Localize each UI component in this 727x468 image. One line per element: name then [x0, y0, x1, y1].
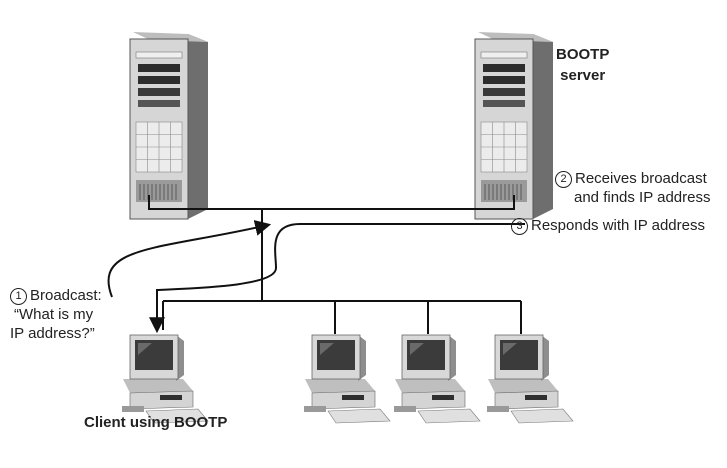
step1-line3: IP address?” — [10, 325, 95, 342]
server-tower-left — [129, 31, 209, 220]
step2-number: 2 — [555, 171, 572, 188]
client-pc-bootp — [121, 334, 209, 424]
bootp-server-tower — [474, 31, 554, 220]
network-cabling — [148, 195, 522, 334]
step1-number: 1 — [10, 288, 27, 305]
step3-text: Responds with IP address — [531, 217, 705, 234]
client-pc-3 — [393, 334, 481, 424]
response-arrow — [149, 223, 525, 334]
step1-line2: “What is my — [14, 306, 94, 323]
bootp-server-label-line2: server — [560, 67, 606, 84]
step2-line2: and finds IP address — [574, 189, 711, 206]
step3-number: 3 — [511, 218, 528, 235]
client-pc-2 — [303, 334, 391, 424]
broadcast-arrow — [107, 220, 272, 298]
bootp-server-label-line1: BOOTP — [556, 46, 610, 63]
bootp-server-label: BOOTP server — [556, 44, 609, 86]
client-pc-4 — [486, 334, 574, 424]
client-label: Client using BOOTP — [84, 414, 228, 431]
